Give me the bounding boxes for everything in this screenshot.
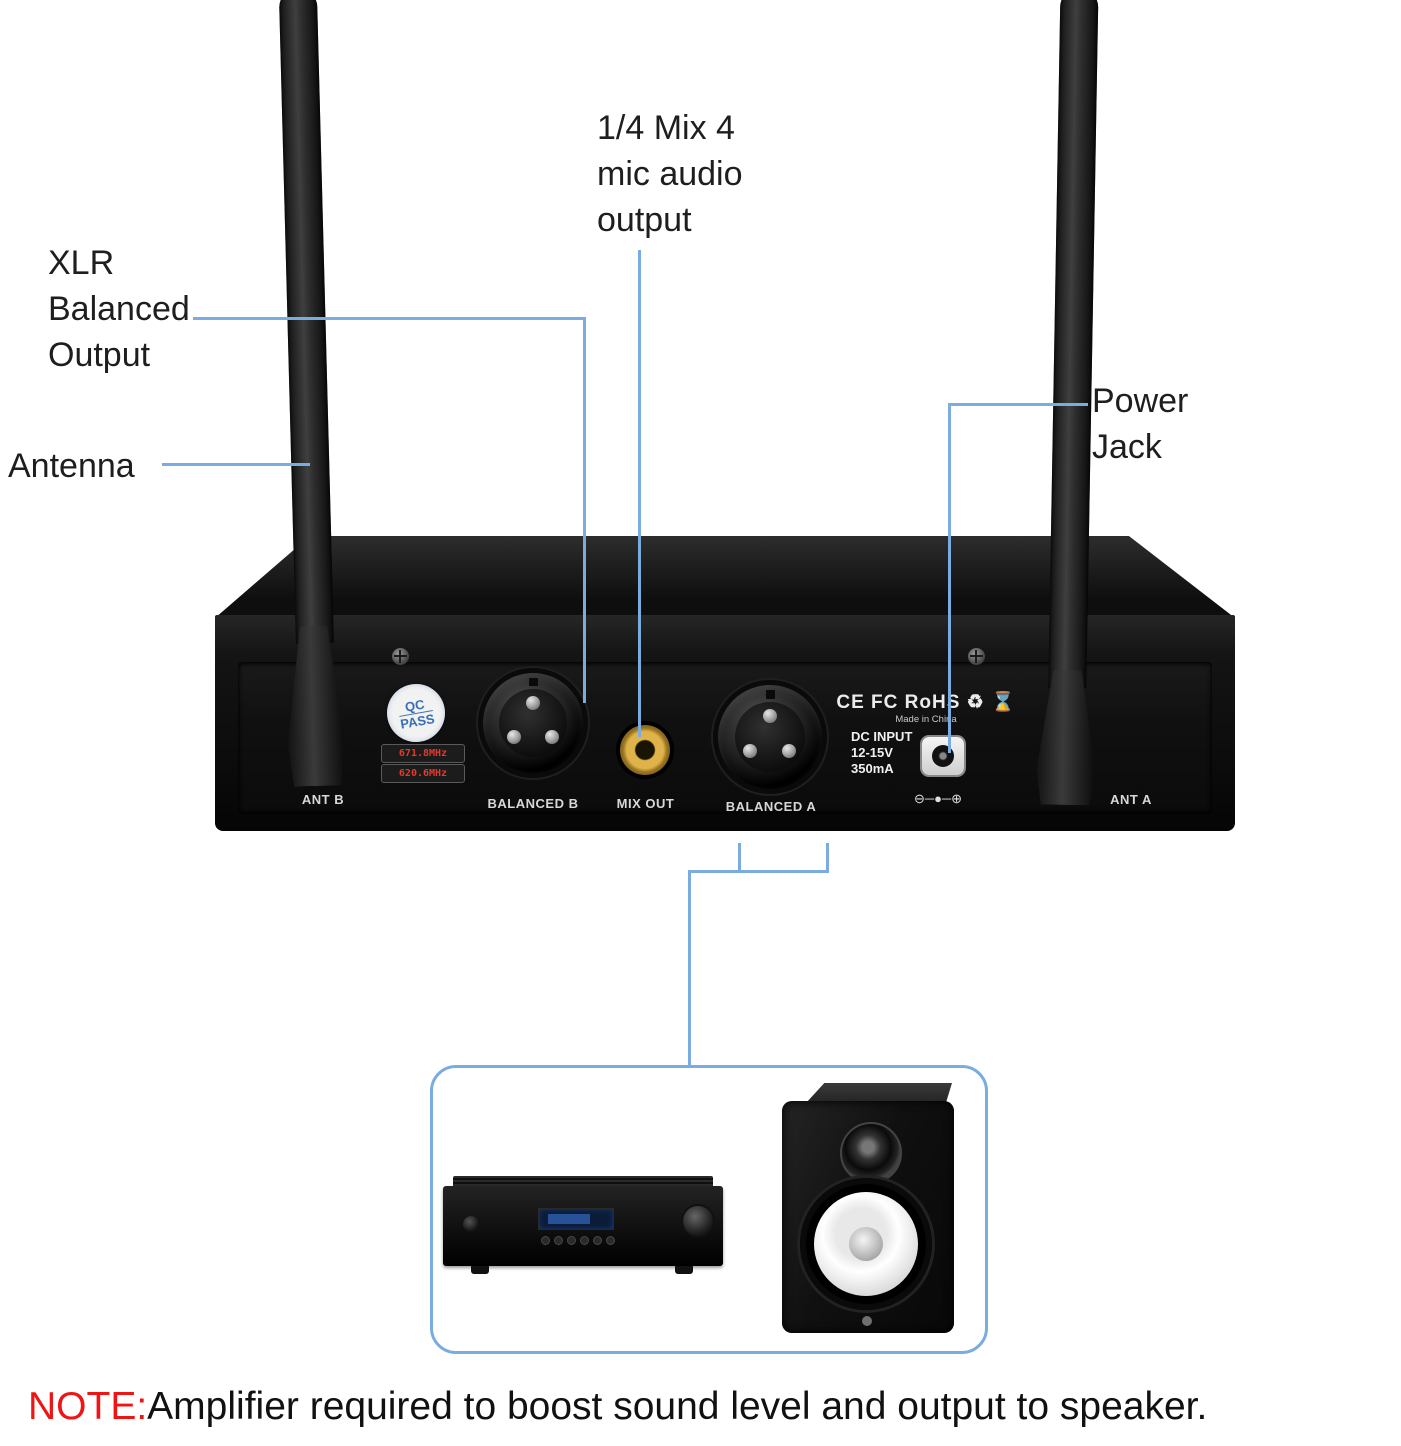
mix-out-label: MIX OUT (616, 796, 675, 811)
antenna-left-base (283, 625, 349, 787)
made-in-label: Made in China (895, 714, 957, 725)
power-jack-label-line2: Jack (1092, 428, 1162, 466)
balanced-b-label: BALANCED B (487, 796, 579, 811)
callout-line-power-horizontal (948, 403, 1088, 406)
speaker-top-face (804, 1083, 952, 1105)
amplifier-button (580, 1236, 589, 1245)
amplifier-image (443, 1176, 723, 1276)
xlr-pin (545, 730, 559, 744)
woofer-icon (800, 1178, 932, 1310)
amplifier-vents (453, 1176, 713, 1188)
callout-line-power-vertical (948, 403, 951, 753)
dc-input-spec: DC INPUT 12-15V 350mA (851, 729, 912, 777)
xlr-pin (526, 696, 540, 710)
callout-line-xlr-vertical (583, 317, 586, 703)
amplifier-volume-knob (681, 1204, 715, 1238)
amplifier-knob-small (463, 1216, 479, 1232)
callout-line-to-box (688, 870, 691, 1068)
callout-line-bottom-horizontal (688, 870, 829, 873)
antenna-right-rod (1048, 0, 1099, 689)
xlr-notch (529, 678, 538, 686)
frequency-label-b: 671.8MHz (381, 744, 465, 763)
note-prefix: NOTE: (28, 1385, 148, 1428)
mix-output-label-line2: mic audio (597, 155, 743, 193)
polarity-symbol: ⊖─●─⊕ (913, 791, 963, 806)
mix-output-label-line3: output (597, 201, 692, 239)
speaker-image (770, 1083, 956, 1335)
dc-input-line3: 350mA (851, 761, 894, 776)
dc-input-line1: DC INPUT (851, 729, 913, 744)
woofer-dust-cap (849, 1227, 883, 1261)
amplifier-foot (471, 1266, 489, 1274)
antenna-label: Antenna (8, 447, 135, 485)
ant-b-label: ANT B (301, 792, 345, 807)
xlr-output-label: XLR Balanced Output (48, 240, 190, 378)
xlr-output-label-line2: Balanced (48, 290, 190, 328)
mix-output-label-line1: 1/4 Mix 4 (597, 109, 735, 147)
screw-icon (392, 648, 409, 665)
amplifier-button (606, 1236, 615, 1245)
qc-pass-line2: PASS (398, 709, 436, 732)
callout-tick-balanced-a-2 (826, 843, 829, 873)
amplifier-display-digits (548, 1214, 590, 1224)
mix-output-label: 1/4 Mix 4 mic audio output (597, 105, 743, 243)
callout-line-antenna (162, 463, 310, 466)
callout-line-xlr-horizontal (193, 317, 583, 320)
amplifier-foot (675, 1266, 693, 1274)
power-jack-label: Power Jack (1092, 378, 1188, 470)
amplifier-display (538, 1208, 614, 1230)
xlr-output-label-line3: Output (48, 336, 151, 374)
xlr-pin (507, 730, 521, 744)
frequency-label-a: 620.6MHz (381, 764, 465, 783)
xlr-output-label-line1: XLR (48, 244, 115, 282)
speaker-logo (862, 1316, 872, 1326)
amplifier-button (541, 1236, 550, 1245)
xlr-pin (782, 744, 797, 759)
certification-marks: CE FC RoHS ♻ ⌛ (836, 692, 1016, 713)
amplifier-button (567, 1236, 576, 1245)
xlr-notch (765, 690, 776, 699)
note-body: Amplifier required to boost sound level … (147, 1385, 1208, 1428)
dc-input-line2: 12-15V (851, 745, 893, 760)
balanced-a-label: BALANCED A (725, 799, 817, 814)
xlr-pin (762, 708, 777, 723)
callout-tick-balanced-a-1 (738, 843, 741, 873)
power-jack (922, 737, 964, 775)
tweeter-icon (840, 1122, 902, 1184)
ant-a-label: ANT A (1110, 792, 1152, 807)
amplifier-button (554, 1236, 563, 1245)
power-jack-label-line1: Power (1092, 382, 1189, 420)
note-text: NOTE:Amplifier required to boost sound l… (28, 1385, 1207, 1429)
antenna-left-rod (278, 0, 334, 644)
amplifier-button (593, 1236, 602, 1245)
xlr-pin (742, 744, 757, 759)
callout-line-mix (638, 250, 641, 737)
screw-icon (968, 648, 985, 665)
mix-out-jack (620, 725, 670, 775)
xlr-connector-b (483, 673, 583, 773)
xlr-connector-a (718, 685, 822, 789)
antenna-right-base (1033, 669, 1099, 805)
